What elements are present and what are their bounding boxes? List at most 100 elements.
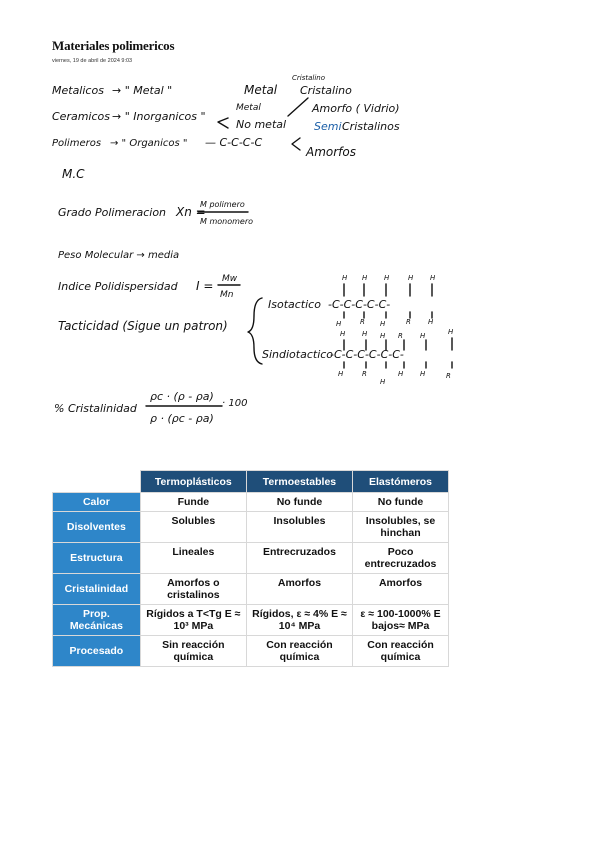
note-chain-sin: -C-C-C-C-C-C- bbox=[330, 348, 404, 361]
table-cell: Amorfos bbox=[352, 573, 449, 605]
note-grado-var: Xn = bbox=[175, 205, 206, 219]
page-date: viernes, 19 de abril de 2024 9:03 bbox=[52, 58, 133, 64]
note-amorfos: Amorfos bbox=[305, 145, 356, 159]
note-tacticidad: Tacticidad (Sigue un patron) bbox=[58, 319, 228, 333]
sub-h: H bbox=[398, 370, 404, 378]
row-header: Procesado bbox=[52, 635, 141, 667]
note-ceramicos: Ceramicos bbox=[52, 110, 110, 123]
sub-h: H bbox=[380, 378, 386, 386]
table-cell: Sin reacción química bbox=[139, 635, 247, 667]
sub-r: R bbox=[446, 372, 451, 380]
bond-lines bbox=[343, 311, 433, 319]
note-sindiotactico: Sindiotactico bbox=[262, 348, 333, 361]
sub-h: H bbox=[384, 274, 390, 282]
note-cristalino-small: Cristalino bbox=[292, 74, 325, 82]
sub-h: H bbox=[336, 320, 342, 328]
table-cell: Funde bbox=[139, 492, 247, 512]
note-indice-var: I = bbox=[196, 279, 213, 293]
table-cell: Poco entrecruzados bbox=[352, 542, 449, 574]
table-cell: Amorfos bbox=[245, 573, 354, 605]
note-cris-mult: · 100 bbox=[222, 398, 247, 409]
note-grado-num: M polimero bbox=[200, 200, 245, 209]
table-cell: ε ≈ 100-1000% E bajos≈ MPa bbox=[352, 604, 449, 636]
sub-r: R bbox=[406, 318, 411, 326]
note-cris-den: ρ · (ρc - ρa) bbox=[150, 412, 214, 425]
column-header: Elastómeros bbox=[352, 470, 449, 493]
note-cris-num: ρc · (ρ - ρa) bbox=[150, 390, 214, 403]
sub-h: H bbox=[420, 370, 426, 378]
sub-h: H bbox=[340, 330, 346, 338]
note-metalicos: Metalicos bbox=[52, 84, 104, 97]
sub-h: H bbox=[338, 370, 344, 378]
row-header: Prop. Mecánicas bbox=[52, 604, 141, 636]
table-row: Estructura Lineales Entrecruzados Poco e… bbox=[52, 542, 449, 574]
note-cristalinidad-label: % Cristalinidad bbox=[54, 402, 138, 415]
table-cell: Lineales bbox=[139, 542, 247, 574]
note-indice-num: Mw bbox=[222, 274, 238, 284]
table-cell: Rígidos, ε ≈ 4% E ≈ 10⁴ MPa bbox=[245, 604, 354, 636]
sub-r: R bbox=[398, 332, 403, 340]
note-grado-label: Grado Polimeracion bbox=[58, 206, 166, 219]
table-cell: Insolubles, se hinchan bbox=[352, 511, 449, 543]
note-cristalino: Cristalino bbox=[300, 84, 352, 97]
polymer-properties-table: Termoplásticos Termoestables Elastómeros… bbox=[52, 470, 449, 667]
note-metalicos-arrow: → " Metal " bbox=[112, 84, 172, 97]
note-cristalinos: Cristalinos bbox=[342, 120, 400, 133]
bond-lines bbox=[343, 361, 453, 369]
syndiotactic-substituents-top: H H H R H H bbox=[340, 328, 454, 351]
syndiotactic-substituents-bottom: H R H H H R bbox=[338, 361, 453, 386]
table-row: Calor Funde No funde No funde bbox=[52, 492, 449, 512]
branch-line bbox=[287, 97, 309, 117]
sub-h: H bbox=[430, 274, 436, 282]
bond-lines bbox=[343, 283, 433, 297]
table-row: Disolventes Solubles Insolubles Insolubl… bbox=[52, 511, 449, 543]
brace-tacticidad bbox=[247, 297, 263, 365]
handwritten-notes: Metalicos → " Metal " Ceramicos → " Inor… bbox=[52, 74, 454, 425]
page-title: Materiales polimericos bbox=[52, 38, 175, 53]
sub-h: H bbox=[380, 320, 386, 328]
note-chain-iso: -C-C-C-C-C- bbox=[328, 298, 390, 311]
note-semi: Semi bbox=[314, 120, 342, 133]
row-header: Cristalinidad bbox=[52, 573, 141, 605]
note-mc: M.C bbox=[62, 167, 85, 181]
note-polimeros-arrow: → " Organicos " bbox=[110, 138, 188, 149]
sub-h: H bbox=[362, 330, 368, 338]
note-no-metal: No metal bbox=[236, 118, 286, 131]
note-ceramicos-arrow: → " Inorganicos " bbox=[112, 110, 206, 123]
table-cell: Entrecruzados bbox=[245, 542, 354, 574]
note-metal-small: Metal bbox=[236, 103, 261, 113]
sub-h: H bbox=[342, 274, 348, 282]
table-header-row: Termoplásticos Termoestables Elastómeros bbox=[52, 470, 449, 493]
sub-r: R bbox=[362, 370, 367, 378]
bond-lines bbox=[343, 337, 453, 351]
brace-polimeros bbox=[291, 137, 301, 151]
note-isotactico: Isotactico bbox=[268, 298, 321, 311]
sub-h: H bbox=[380, 332, 386, 340]
sub-h: H bbox=[420, 332, 426, 340]
table-row: Cristalinidad Amorfos o cristalinos Amor… bbox=[52, 573, 449, 605]
isotactic-substituents-bottom: H R H R H bbox=[336, 311, 434, 328]
note-polimeros: Polimeros bbox=[52, 138, 101, 149]
note-metal: Metal bbox=[244, 83, 278, 97]
brace-ceramicos bbox=[217, 117, 229, 129]
note-amorfo-vidrio: Amorfo ( Vidrio) bbox=[311, 102, 400, 115]
table-cell: No funde bbox=[245, 492, 354, 512]
sub-h: H bbox=[448, 328, 454, 336]
note-grado-den: M monomero bbox=[200, 217, 253, 226]
row-header: Estructura bbox=[52, 542, 141, 574]
sub-h: H bbox=[362, 274, 368, 282]
table-cell: Con reacción química bbox=[245, 635, 354, 667]
table-cell: Amorfos o cristalinos bbox=[139, 573, 247, 605]
sub-h: H bbox=[428, 318, 434, 326]
table-cell: Con reacción química bbox=[352, 635, 449, 667]
row-header: Disolventes bbox=[52, 511, 141, 543]
table-cell: Insolubles bbox=[245, 511, 354, 543]
note-indice-den: Mn bbox=[220, 290, 234, 300]
column-header: Termoestables bbox=[245, 470, 354, 493]
table-corner-cell bbox=[52, 470, 141, 493]
table-row: Procesado Sin reacción química Con reacc… bbox=[52, 635, 449, 667]
table-cell: Rígidos a T<Tg E ≈ 10³ MPa bbox=[139, 604, 247, 636]
note-indice-label: Indice Polidispersidad bbox=[58, 280, 179, 293]
table-cell: Solubles bbox=[139, 511, 247, 543]
note-chain: — C-C-C-C bbox=[205, 136, 262, 149]
